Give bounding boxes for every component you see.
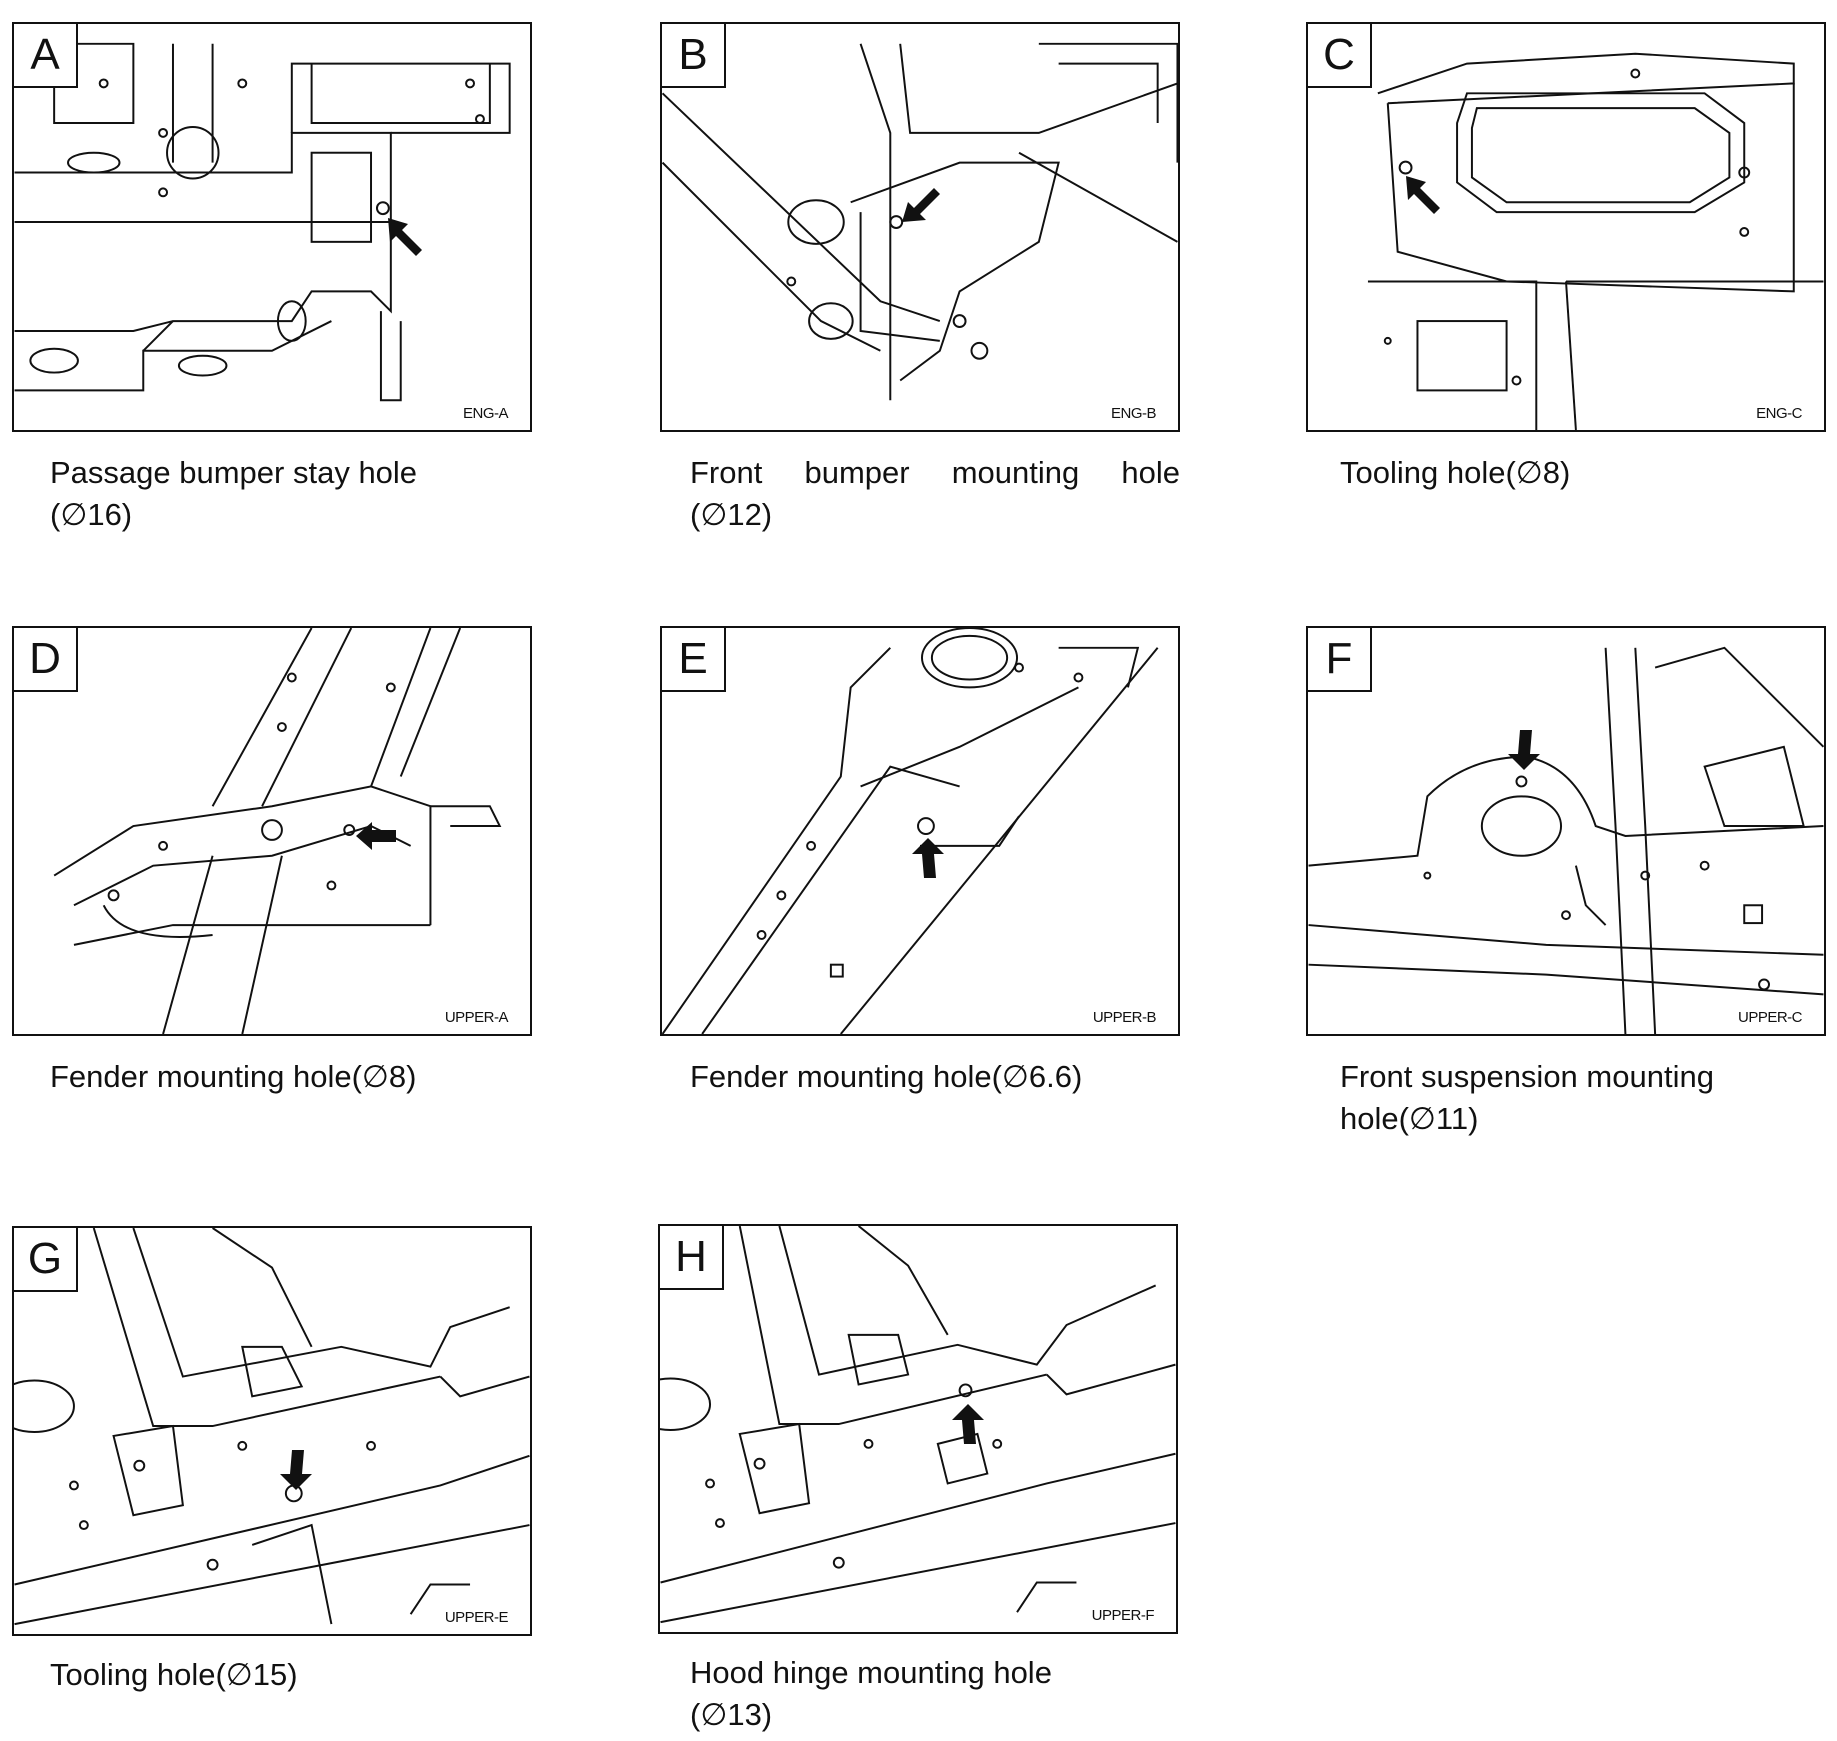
panel-letter: F — [1308, 628, 1372, 692]
caption-line: Fender mounting hole(∅6.6) — [690, 1059, 1083, 1094]
panel-letter: G — [14, 1228, 78, 1292]
caption-e: Fender mounting hole(∅6.6) — [690, 1056, 1210, 1098]
caption-line: Tooling hole(∅8) — [1340, 455, 1571, 490]
line-drawing — [660, 1226, 1176, 1624]
panel-letter: D — [14, 628, 78, 692]
figure-code: UPPER-F — [1091, 1607, 1155, 1624]
arrow-icon — [388, 218, 422, 256]
diagram-panel-h: H UPPER-F — [658, 1224, 1178, 1634]
figure-code: ENG-A — [462, 405, 509, 422]
caption-line: Fender mounting hole(∅8) — [50, 1059, 417, 1094]
arrow-icon — [280, 1450, 312, 1490]
figure-code: ENG-B — [1110, 405, 1157, 422]
diagram-panel-e: E UPPER-B — [660, 626, 1180, 1036]
line-drawing — [662, 628, 1159, 1034]
caption-d: Fender mounting hole(∅8) — [50, 1056, 570, 1098]
panel-letter: B — [662, 24, 726, 88]
arrow-icon — [1406, 176, 1440, 214]
caption-line: hole(∅11) — [1340, 1101, 1479, 1136]
arrow-icon — [952, 1404, 984, 1444]
caption-c: Tooling hole(∅8) — [1340, 452, 1837, 494]
diagram-panel-a: A ENG-A — [12, 22, 532, 432]
caption-b: Front bumper mounting hole — [690, 452, 1180, 494]
panel-letter: E — [662, 628, 726, 692]
caption-line: (∅16) — [50, 497, 133, 532]
caption-f: Front suspension mounting hole(∅11) — [1340, 1056, 1837, 1140]
arrow-icon — [902, 188, 940, 222]
caption-line: (∅12) — [690, 497, 773, 532]
caption-line: Tooling hole(∅15) — [50, 1657, 298, 1692]
diagram-panel-d: D UPPER-A — [12, 626, 532, 1036]
figure-code: UPPER-C — [1737, 1009, 1803, 1026]
line-drawing — [14, 1228, 530, 1626]
diagram-panel-b: B ENG-B — [660, 22, 1180, 432]
caption-line: Front suspension mounting — [1340, 1059, 1714, 1094]
caption-line: Front bumper mounting hole — [690, 455, 1180, 490]
caption-line: (∅13) — [690, 1697, 773, 1732]
arrow-icon — [356, 822, 396, 850]
figure-code: ENG-C — [1756, 405, 1802, 422]
figure-code: UPPER-A — [444, 1009, 509, 1026]
line-drawing — [662, 42, 1178, 401]
caption-line: Passage bumper stay hole — [50, 455, 418, 490]
caption-a: Passage bumper stay hole (∅16) — [50, 452, 570, 536]
diagram-panel-g: G UPPER-E — [12, 1226, 532, 1636]
diagram-panel-f: F UPPER-C — [1306, 626, 1826, 1036]
panel-letter: C — [1308, 24, 1372, 88]
diagram-panel-c: C ENG-C — [1306, 22, 1826, 432]
arrow-icon — [912, 838, 944, 878]
arrow-icon — [1508, 730, 1540, 770]
panel-letter: H — [660, 1226, 724, 1290]
line-drawing — [1367, 52, 1824, 430]
caption-line: Hood hinge mounting hole — [690, 1655, 1052, 1690]
line-drawing — [14, 42, 511, 402]
figure-code: UPPER-B — [1092, 1009, 1157, 1026]
panel-letter: A — [14, 24, 78, 88]
line-drawing — [1308, 646, 1824, 1034]
line-drawing — [53, 628, 502, 1034]
caption-b-line2: (∅12) — [690, 494, 1210, 536]
caption-h: Hood hinge mounting hole (∅13) — [690, 1652, 1210, 1736]
caption-g: Tooling hole(∅15) — [50, 1654, 570, 1696]
figure-code: UPPER-E — [444, 1609, 509, 1626]
